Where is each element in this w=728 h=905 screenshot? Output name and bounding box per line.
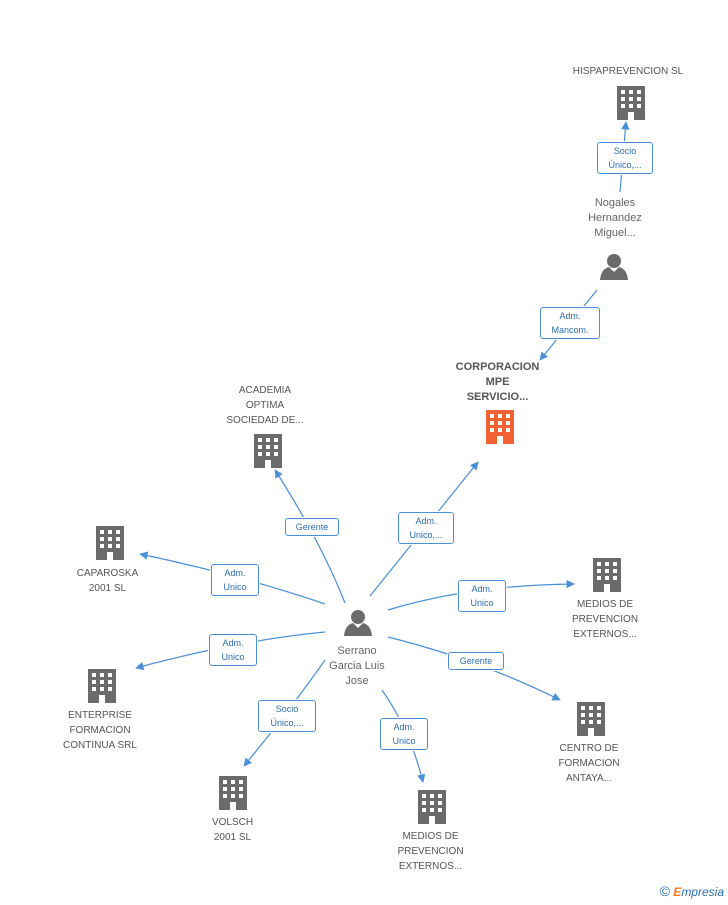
company-building-icon[interactable]: [617, 86, 645, 120]
person-icon[interactable]: [600, 254, 628, 280]
relation-label: Adm. Unico: [458, 580, 506, 612]
relation-text: Adm. Unico: [223, 568, 247, 592]
edge-serrano-academia: [274, 469, 346, 604]
node-label-enterprise[interactable]: ENTERPRISE FORMACION CONTINUA SRL: [63, 710, 137, 751]
relation-label: Adm. Unico: [211, 564, 259, 596]
relation-text: Socio Único,...: [270, 704, 304, 728]
empresia-watermark: © Empresia: [660, 883, 724, 899]
copyright-icon: ©: [659, 883, 670, 899]
company-building-icon[interactable]: [418, 790, 446, 824]
company-building-icon[interactable]: [593, 558, 621, 592]
relation-label: Adm. Unico: [209, 634, 257, 666]
relation-label: Gerente: [448, 652, 504, 670]
node-label-hispaprevencion[interactable]: HISPAPREVENCION SL: [572, 66, 684, 77]
relation-text: Gerente: [295, 522, 329, 532]
company-building-icon[interactable]: [577, 702, 605, 736]
relation-text: Adm. Unico,...: [409, 516, 443, 540]
relation-label: Adm. Unico: [380, 718, 428, 750]
relation-text: Gerente: [459, 656, 493, 666]
company-building-icon[interactable]: [96, 526, 124, 560]
node-label-centro[interactable]: CENTRO DE FORMACION ANTAYA...: [558, 743, 620, 784]
highlighted-company-building-icon[interactable]: [486, 410, 514, 444]
relation-text: Socio Único,...: [608, 146, 642, 170]
relation-label: Adm. Mancom.: [540, 307, 600, 339]
relation-text: Adm. Mancom.: [551, 311, 589, 335]
relation-label: Socio Único,...: [597, 142, 653, 174]
node-label-medios-right[interactable]: MEDIOS DE PREVENCION EXTERNOS...: [571, 599, 639, 640]
company-building-icon[interactable]: [88, 669, 116, 703]
node-label-serrano[interactable]: Serrano Garcia Luis Jose: [329, 645, 385, 687]
relation-label: Adm. Unico,...: [398, 512, 454, 544]
relation-text: Adm. Unico: [221, 638, 245, 662]
node-label-volsch[interactable]: VOLSCH 2001 SL: [211, 817, 254, 843]
person-icon[interactable]: [344, 610, 372, 636]
node-label-caparoska[interactable]: CAPAROSKA 2001 SL: [76, 568, 139, 594]
brand-initial: E: [673, 885, 682, 899]
node-label-academia[interactable]: ACADEMIA OPTIMA SOCIEDAD DE...: [226, 385, 304, 426]
relation-text: Adm. Unico: [470, 584, 494, 608]
company-building-icon[interactable]: [219, 776, 247, 810]
relation-label: Socio Único,...: [258, 700, 316, 732]
node-label-nogales[interactable]: Nogales Hernandez Miguel...: [588, 197, 642, 239]
brand-name: mpresia: [681, 885, 724, 899]
node-label-corporacion[interactable]: CORPORACION MPE SERVICIO...: [455, 361, 540, 403]
company-building-icon[interactable]: [254, 434, 282, 468]
relation-text: Adm. Unico: [392, 722, 416, 746]
node-label-medios-bottom[interactable]: MEDIOS DE PREVENCION EXTERNOS...: [397, 831, 464, 872]
relation-label: Gerente: [285, 518, 339, 536]
